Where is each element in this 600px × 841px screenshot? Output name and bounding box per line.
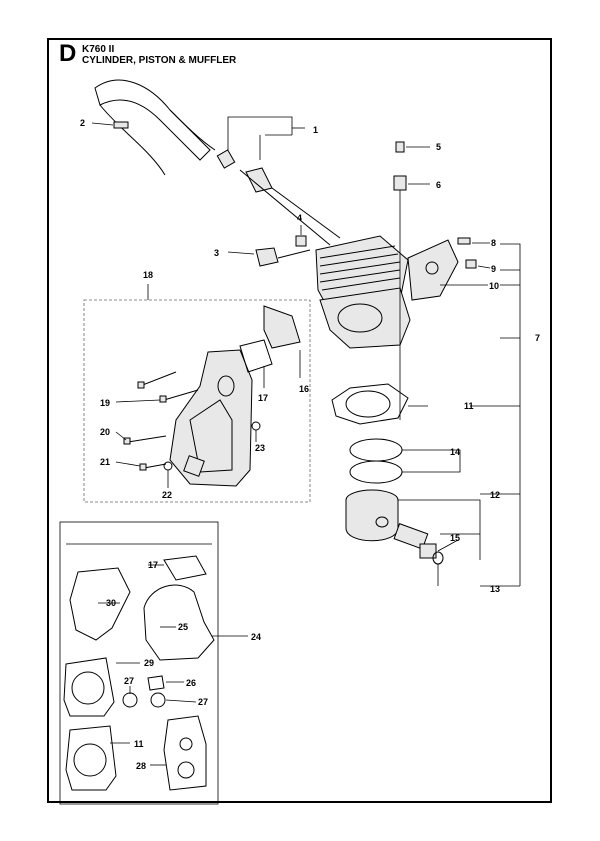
kit-callout-11: 11	[134, 739, 144, 749]
callout-23: 23	[255, 443, 265, 453]
part-4-plug	[295, 225, 307, 247]
callout-4: 4	[297, 213, 302, 223]
part-14-piston-rings	[349, 438, 461, 484]
callout-8: 8	[491, 238, 496, 248]
callout-6: 6	[436, 180, 441, 190]
kit-gaskets	[63, 555, 215, 791]
callout-20: 20	[100, 427, 110, 437]
kit-callout-17: 17	[148, 560, 158, 570]
callout-10: 10	[489, 281, 499, 291]
parts-8-9-10-bracket	[407, 237, 491, 301]
muffler-screws	[115, 371, 261, 488]
callout-14: 14	[450, 447, 460, 457]
parts-13-15-bearing	[419, 539, 459, 586]
kit-callout-30: 30	[106, 598, 116, 608]
callout-3: 3	[214, 248, 219, 258]
kit-callout-27b: 27	[198, 697, 208, 707]
callout-21: 21	[100, 457, 110, 467]
callout-9: 9	[491, 264, 496, 274]
callout-13: 13	[490, 584, 500, 594]
part-11-gasket	[331, 383, 428, 425]
callout-17: 17	[258, 393, 268, 403]
part-3-spark-plug	[227, 247, 311, 267]
callout-18: 18	[143, 270, 153, 280]
callout-11: 11	[464, 401, 474, 411]
muffler-group-box	[83, 284, 311, 503]
kit-callout-28: 28	[136, 761, 146, 771]
callout-24: 24	[251, 632, 261, 642]
gasket-kit-24	[59, 521, 248, 805]
callout-7: 7	[535, 333, 540, 343]
page-title: CYLINDER, PISTON & MUFFLER	[82, 55, 237, 66]
part-2-screw	[91, 121, 129, 129]
callout-22: 22	[162, 490, 172, 500]
kit-callout-27a: 27	[124, 676, 134, 686]
part-7-bracket	[470, 243, 521, 587]
muffler	[169, 349, 253, 487]
engine-handle-outline	[94, 79, 216, 176]
kit-callout-25: 25	[178, 622, 188, 632]
model-name: K760 II	[82, 44, 115, 55]
kit-callout-29: 29	[144, 658, 154, 668]
kit-callout-26: 26	[186, 678, 196, 688]
diagram-frame	[47, 38, 552, 803]
parts-5-6-fasteners	[393, 141, 430, 420]
parts-16-17-muffler-gaskets	[239, 305, 301, 388]
part-12-piston	[345, 489, 481, 560]
callout-1: 1	[313, 125, 318, 135]
callout-15: 15	[450, 533, 460, 543]
section-letter: D	[59, 40, 77, 67]
callout-12: 12	[490, 490, 500, 500]
part-1-intake	[216, 116, 341, 239]
callout-5: 5	[436, 142, 441, 152]
cylinder	[239, 169, 411, 349]
callout-19: 19	[100, 398, 110, 408]
callout-2: 2	[80, 118, 85, 128]
callout-16: 16	[299, 384, 309, 394]
